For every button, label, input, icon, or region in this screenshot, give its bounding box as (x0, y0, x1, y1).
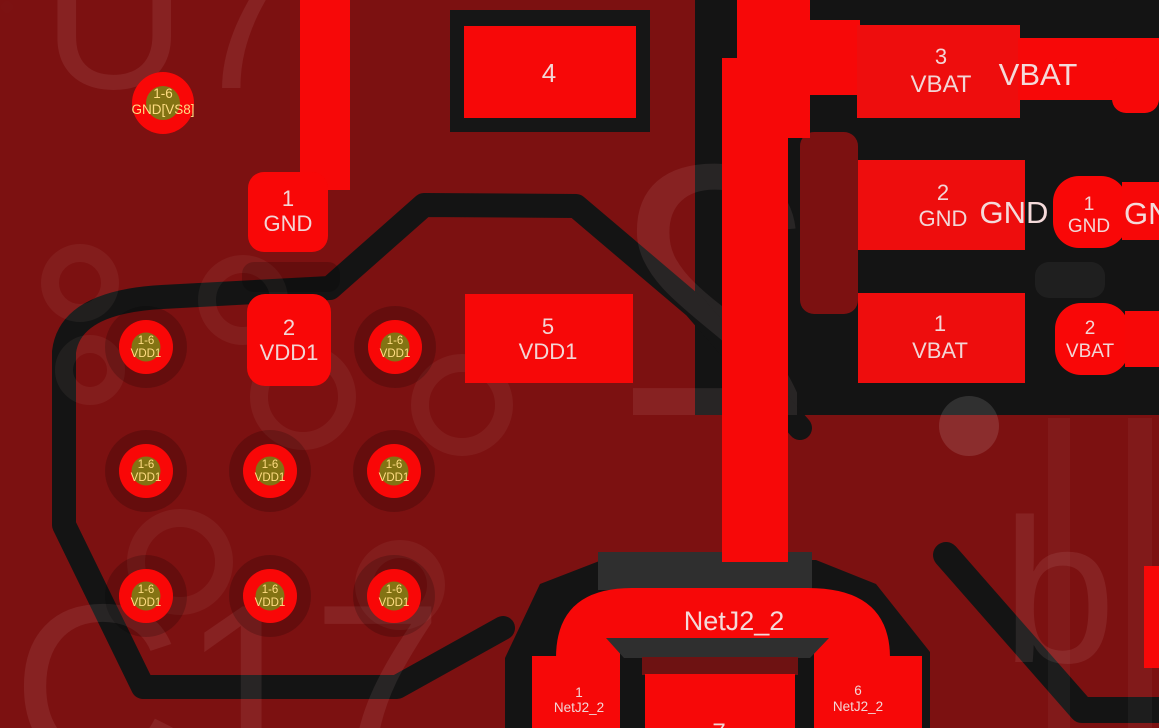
pad-4-label: 4 (542, 58, 556, 88)
svg-text:2: 2 (937, 180, 949, 205)
svg-text:VDD1: VDD1 (380, 348, 411, 360)
net-label-netj2: NetJ2_2 (684, 606, 785, 636)
gray-trapezoid (606, 638, 829, 658)
svg-text:VDD1: VDD1 (379, 472, 410, 484)
via-vdd1-4[interactable] (243, 444, 297, 498)
svg-text:VDD1: VDD1 (131, 597, 162, 609)
svg-text:NetJ2_2: NetJ2_2 (833, 699, 883, 714)
labels: 1-6 GND[VS8] 1-6 VDD1 1-6 VDD1 1-6 VDD1 … (131, 44, 1159, 728)
svg-text:1-6: 1-6 (262, 584, 279, 596)
svg-text:1-6: 1-6 (138, 459, 155, 471)
pad-2-gnd[interactable] (858, 160, 1025, 250)
svg-text:1-6: 1-6 (386, 584, 403, 596)
trace-vbat-band2[interactable] (1125, 311, 1159, 367)
pad-5-vdd1[interactable] (465, 294, 633, 383)
pad-6-netj2[interactable] (812, 656, 922, 728)
via-vdd1-6[interactable] (119, 569, 173, 623)
via-vdd1-5[interactable] (367, 444, 421, 498)
svg-text:VDD1: VDD1 (255, 597, 286, 609)
svg-text:VBAT: VBAT (1066, 341, 1115, 362)
svg-text:1: 1 (1084, 194, 1095, 215)
pad-3-vbat[interactable] (857, 25, 1020, 118)
trace-right-edge[interactable] (1144, 566, 1159, 668)
svg-text:GND: GND (264, 211, 313, 236)
svg-text:1-6: 1-6 (262, 459, 279, 471)
svg-text:2: 2 (1085, 318, 1096, 339)
svg-text:VDD1: VDD1 (131, 472, 162, 484)
dark-strip (642, 657, 798, 675)
via-gnd-vs8-line2: GND[VS8] (131, 102, 194, 117)
via-vdd1-3[interactable] (119, 444, 173, 498)
svg-text:2: 2 (283, 315, 295, 340)
net-label-vbat: VBAT (999, 57, 1078, 92)
trace-vbat-bridge[interactable] (795, 20, 860, 95)
svg-text:VDD1: VDD1 (131, 348, 162, 360)
pad-1-netj2[interactable] (532, 656, 628, 728)
trace-descending[interactable] (722, 58, 788, 562)
pad-4[interactable] (464, 26, 636, 118)
ghost-pad-below-gnd (242, 262, 340, 292)
svg-text:GND: GND (919, 206, 968, 231)
svg-text:VDD1: VDD1 (260, 340, 319, 365)
via-vdd1-8[interactable] (367, 569, 421, 623)
trace-gnd-band[interactable] (1122, 182, 1159, 240)
svg-text:1-6: 1-6 (138, 335, 155, 347)
via-vdd1-1[interactable] (119, 320, 173, 374)
via-gnd-vs8[interactable] (132, 72, 194, 134)
svg-text:VDD1: VDD1 (255, 472, 286, 484)
pad-7[interactable] (645, 674, 795, 728)
svg-text:1-6: 1-6 (387, 335, 404, 347)
svg-text:NetJ2_2: NetJ2_2 (554, 700, 604, 715)
via-vdd1-2[interactable] (368, 320, 422, 374)
trace-gnd-top[interactable] (300, 0, 350, 190)
svg-text:6: 6 (854, 683, 862, 698)
svg-text:1-6: 1-6 (386, 459, 403, 471)
vias (119, 72, 422, 623)
svg-text:VDD1: VDD1 (379, 597, 410, 609)
copper-objects (247, 0, 1159, 728)
svg-text:1: 1 (934, 311, 946, 336)
pad-2-vbat[interactable] (1055, 303, 1129, 375)
net-label-gnd-clipped: GN (1124, 196, 1159, 231)
ghost-ref-bottom-right: b (1002, 477, 1116, 706)
ghost-pad-right (1035, 262, 1105, 298)
svg-text:1: 1 (575, 685, 583, 700)
via-vdd1-7[interactable] (243, 569, 297, 623)
svg-text:1: 1 (282, 186, 294, 211)
svg-text:VDD1: VDD1 (519, 339, 578, 364)
svg-text:VBAT: VBAT (912, 338, 968, 363)
pour-wedge (800, 132, 858, 314)
trace-vbat-stub[interactable] (1112, 55, 1159, 113)
svg-text:VBAT: VBAT (911, 71, 972, 98)
ghost-circle-right (939, 396, 999, 456)
svg-text:3: 3 (935, 44, 947, 69)
pad-7-label: 7 (712, 719, 725, 728)
svg-text:1-6: 1-6 (138, 584, 155, 596)
net-label-gnd: GND (980, 195, 1049, 230)
via-gnd-vs8-line1: 1-6 (153, 86, 173, 101)
pad-1-gnd[interactable] (248, 172, 328, 252)
svg-text:5: 5 (542, 314, 554, 339)
pad-2-vdd1[interactable] (247, 294, 331, 386)
svg-text:GND: GND (1068, 216, 1110, 237)
pad-1-vbat[interactable] (858, 293, 1025, 383)
pad-1-gnd-right[interactable] (1053, 176, 1127, 248)
